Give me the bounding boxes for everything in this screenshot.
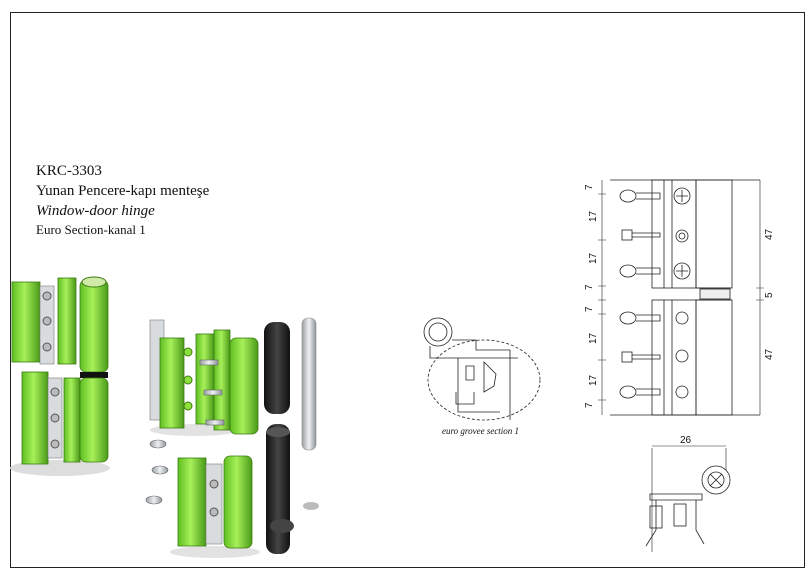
section-caption: euro grovee section 1 [442,426,519,436]
product-name-en: Window-door hinge [36,203,155,219]
hinge-plan [645,445,731,552]
dim-gap: 5 [764,292,775,298]
dim-upper-4: 7 [584,284,595,290]
dim-lower-4: 7 [584,402,595,408]
product-name-tr: Yunan Pencere-kapı menteşe [36,183,210,199]
dim-lower-1: 7 [584,306,595,312]
dim-upper-1: 7 [584,184,595,190]
section-type: Euro Section-kanal 1 [36,222,146,237]
drawing-frame [10,12,805,568]
exploded-hinge [145,317,319,558]
section-detail [423,317,541,421]
dim-upper-2: 17 [588,210,599,222]
assembled-hinge [10,276,110,476]
dim-lower-2: 17 [588,332,599,344]
dim-lower-3: 17 [588,374,599,386]
dim-leaf-upper: 47 [764,228,775,240]
dim-leaf-lower: 47 [764,348,775,360]
model-code: KRC-3303 [36,163,102,179]
dim-upper-3: 17 [588,252,599,264]
hinge-elevation [598,179,764,416]
dim-width: 26 [680,435,692,446]
